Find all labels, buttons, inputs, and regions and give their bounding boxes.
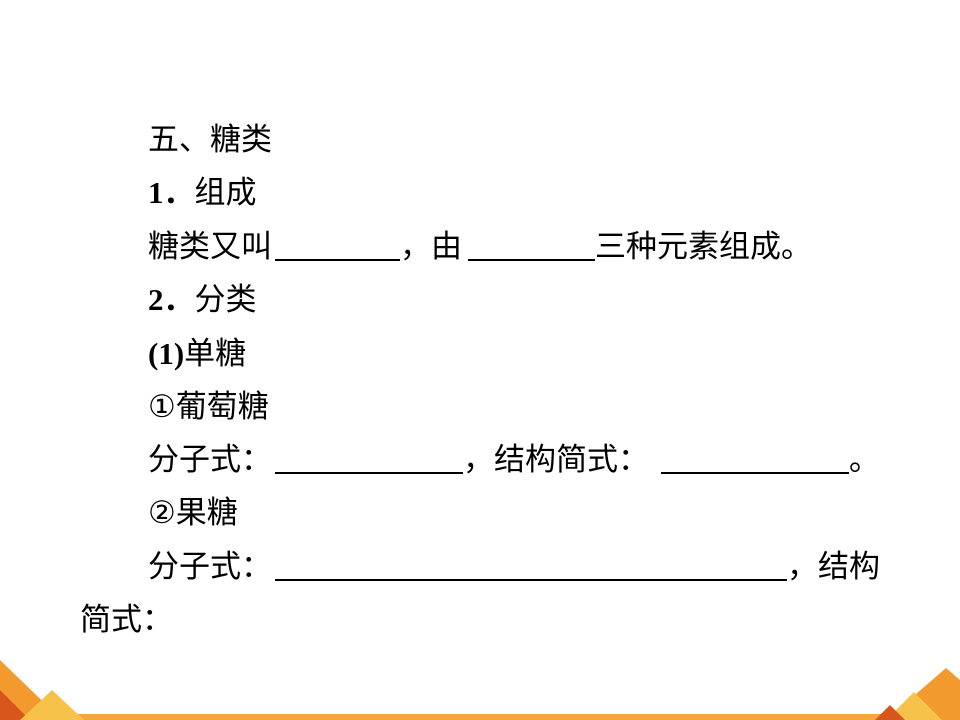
- corner-decoration-right: [875, 668, 960, 720]
- fructose-structure-label: ，结构: [787, 549, 880, 585]
- answer-blank-elements: [468, 259, 595, 261]
- composition-number: 1．: [148, 175, 195, 210]
- answer-blank-glucose-structure: [661, 472, 849, 474]
- section-heading: 五、糖类: [148, 122, 272, 158]
- composition-heading: 1．组成: [148, 173, 257, 213]
- glucose-structure-label: ，结构简式：: [463, 442, 649, 478]
- left-triangle-light: [20, 690, 84, 720]
- glucose-formula-label: 分子式：: [148, 442, 272, 478]
- right-triangle-dark: [875, 705, 905, 720]
- composition-text-2: ，由: [400, 229, 462, 265]
- answer-blank-fructose-formula: [275, 579, 787, 581]
- classification-heading: 2．分类: [148, 280, 257, 320]
- left-triangle-dark: [0, 690, 30, 720]
- composition-text-1: 糖类又叫: [148, 229, 272, 265]
- glucose-formula-line: 分子式： ，结构简式： 。: [148, 440, 880, 480]
- right-triangle-light: [886, 692, 942, 720]
- composition-title: 组成: [194, 175, 257, 211]
- fructose-formula-label: 分子式：: [148, 549, 272, 585]
- glucose-heading: ①葡萄糖: [148, 389, 269, 425]
- fructose-formula-line: 分子式： ，结构: [148, 547, 880, 587]
- bottom-bar: [0, 714, 960, 720]
- monosaccharide-heading: (1)单糖: [148, 334, 246, 374]
- composition-sentence: 糖类又叫 ，由 三种元素组成。: [148, 227, 812, 267]
- classification-number: 2．: [148, 282, 195, 317]
- monosaccharide-number: (1): [148, 336, 185, 371]
- answer-blank-glucose-formula: [275, 472, 463, 474]
- glucose-end-mark: 。: [849, 442, 880, 478]
- answer-blank-alias: [275, 259, 400, 261]
- fructose-structure-label-continued: 简式：: [80, 602, 173, 638]
- right-triangle-large: [886, 668, 960, 720]
- composition-text-3: 三种元素组成。: [595, 229, 812, 265]
- left-triangle-large: [0, 660, 62, 720]
- corner-decoration-left: [0, 660, 84, 720]
- monosaccharide-title: 单糖: [184, 336, 247, 372]
- fructose-heading: ②果糖: [148, 495, 238, 531]
- classification-title: 分类: [194, 282, 257, 318]
